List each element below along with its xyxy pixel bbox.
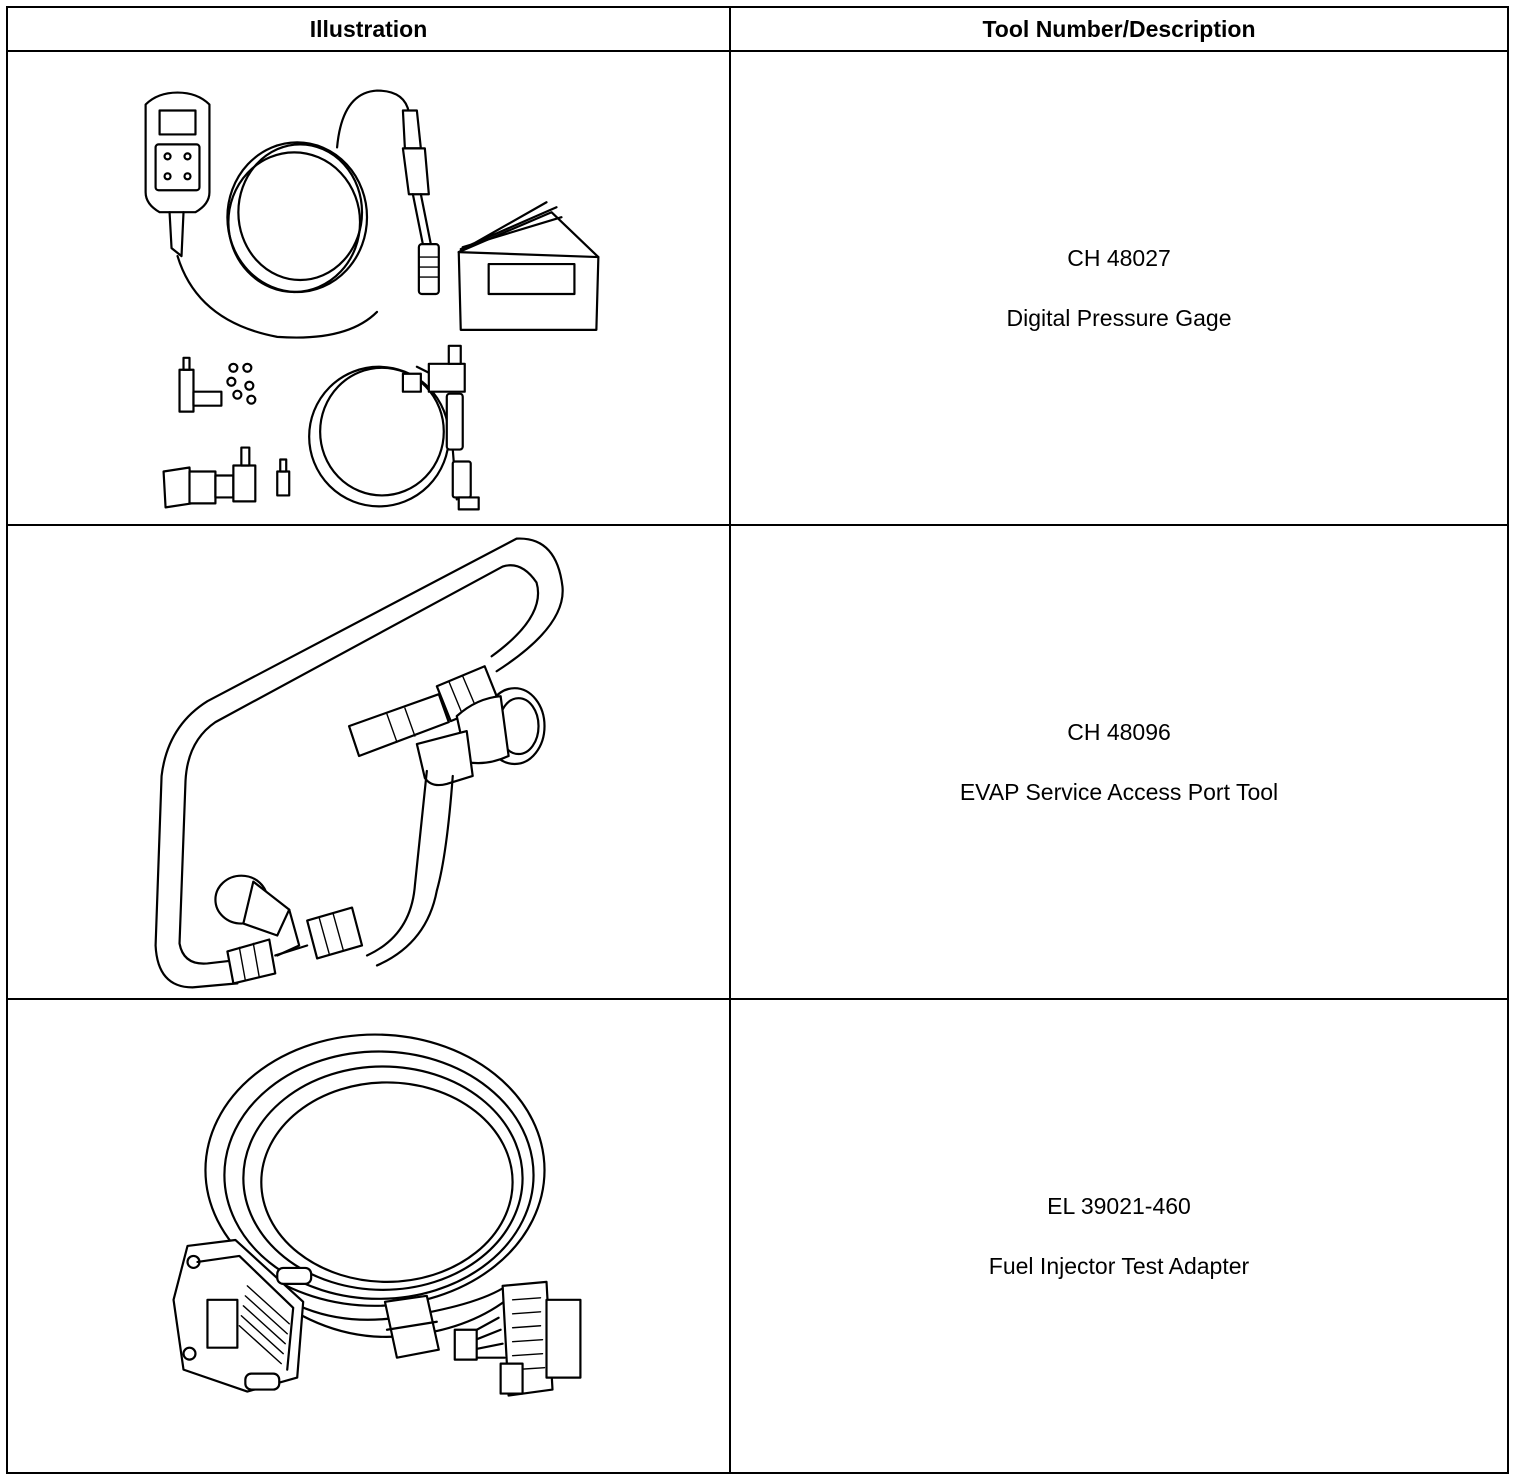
illustration-cell <box>6 998 731 1474</box>
tool-description: Fuel Injector Test Adapter <box>988 1252 1250 1279</box>
tool-number: CH 48027 <box>1067 244 1171 271</box>
tool-number: CH 48096 <box>1067 718 1171 745</box>
digital-pressure-gage-kit-icon <box>144 89 600 511</box>
illustration-cell <box>6 50 731 526</box>
description-cell: CH 48096 EVAP Service Access Port Tool <box>729 524 1509 1000</box>
test-adapter-harness-icon <box>172 1033 582 1397</box>
description-cell: EL 39021-460 Fuel Injector Test Adapter <box>729 998 1509 1474</box>
tool-table: Illustration Tool Number/Description <box>6 6 1509 1474</box>
table-row: CH 48096 EVAP Service Access Port Tool <box>6 524 1509 1000</box>
evap-hose-tool-icon <box>154 537 564 989</box>
table-header-row: Illustration Tool Number/Description <box>6 6 1509 52</box>
tool-description: Digital Pressure Gage <box>1006 304 1232 331</box>
table-row: CH 48027 Digital Pressure Gage <box>6 50 1509 526</box>
tool-description: EVAP Service Access Port Tool <box>959 778 1279 805</box>
illustration-cell <box>6 524 731 1000</box>
description-cell: CH 48027 Digital Pressure Gage <box>729 50 1509 526</box>
table-row: EL 39021-460 Fuel Injector Test Adapter <box>6 998 1509 1474</box>
header-illustration: Illustration <box>6 6 731 52</box>
header-tool-number-description: Tool Number/Description <box>729 6 1509 52</box>
tool-number: EL 39021-460 <box>1047 1192 1191 1219</box>
